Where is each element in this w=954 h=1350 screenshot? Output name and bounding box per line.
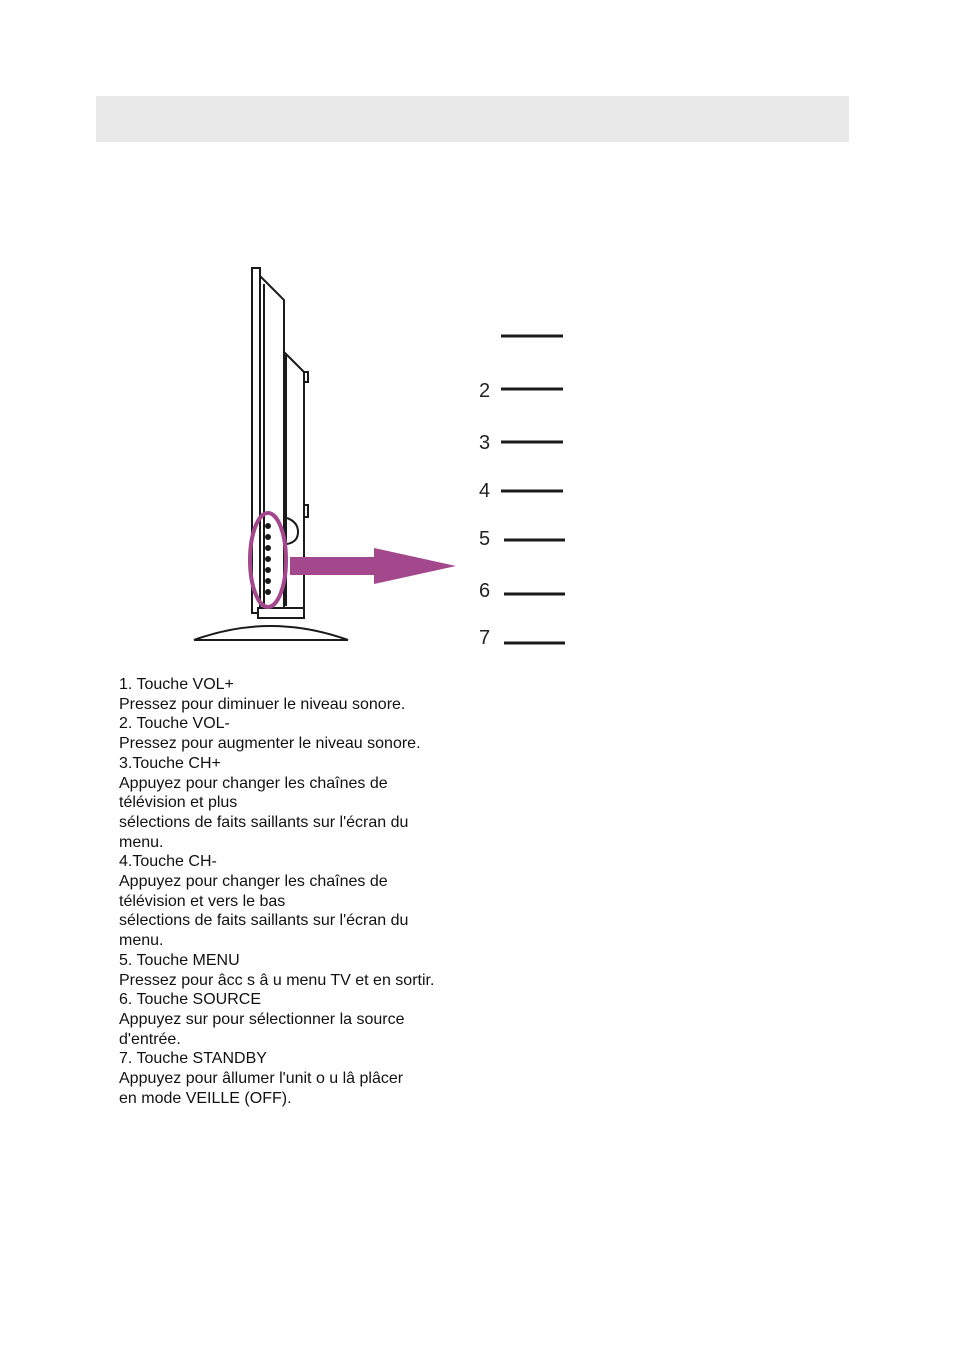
desc-heading-menu: 5. Touche MENU xyxy=(119,951,240,969)
desc-heading-vol-plus: 1. Touche VOL+ xyxy=(119,676,234,693)
callout-number-5: 5 xyxy=(479,528,491,550)
button-dot xyxy=(265,523,271,529)
desc-heading-ch-minus: 4.Touche CH- xyxy=(119,853,217,871)
desc-heading-standby: 7. Touche STANDBY xyxy=(119,1050,267,1068)
callout-number-6: 6 xyxy=(479,580,491,602)
tv-side-profile xyxy=(251,267,309,614)
zoom-arrow xyxy=(290,548,456,584)
button-dot xyxy=(265,567,271,573)
button-highlight-ellipse xyxy=(248,511,288,609)
desc-text: menu. xyxy=(119,932,164,950)
desc-text: télévision et vers le bas xyxy=(119,892,286,910)
desc-text: télévision et plus xyxy=(119,794,238,812)
button-dot xyxy=(265,534,271,540)
side-button-panel xyxy=(265,523,271,595)
desc-text: Pressez pour âcc s â u menu TV et en sor… xyxy=(119,971,435,989)
desc-text: Appuyez pour âllumer l'unit o u lâ plâce… xyxy=(119,1070,404,1088)
button-dot xyxy=(265,578,271,584)
desc-text: sélections de faits saillants sur l'écra… xyxy=(119,813,409,831)
button-dot xyxy=(265,545,271,551)
desc-text: menu. xyxy=(119,833,164,851)
tv-side-view-diagram xyxy=(193,267,565,645)
desc-text: Appuyez pour changer les chaînes de xyxy=(119,774,388,792)
desc-text: d'entrée. xyxy=(119,1030,181,1048)
callout-lines xyxy=(501,334,565,645)
desc-text: Appuyez pour changer les chaînes de xyxy=(119,873,388,891)
callout-number-2: 2 xyxy=(479,380,491,402)
desc-text: Appuyez sur pour sélectionner la source xyxy=(119,1010,405,1028)
button-dot xyxy=(265,589,271,595)
desc-text: sélections de faits saillants sur l'écra… xyxy=(119,912,409,930)
desc-text: Pressez pour diminuer le niveau sonore. xyxy=(119,695,406,713)
button-descriptions: 1. Touche VOL+ Pressez pour diminuer le … xyxy=(119,675,539,1108)
tv-stand xyxy=(193,607,349,641)
callout-number-4: 4 xyxy=(479,480,491,502)
desc-text: en mode VEILLE (OFF). xyxy=(119,1089,292,1107)
desc-heading-source: 6. Touche SOURCE xyxy=(119,991,261,1009)
desc-text: Pressez pour augmenter le niveau sonore. xyxy=(119,735,421,753)
callout-number-7: 7 xyxy=(479,627,491,649)
button-dot xyxy=(265,556,271,562)
desc-heading-vol-minus: 2. Touche VOL- xyxy=(119,715,230,733)
section-header-band xyxy=(96,96,849,142)
desc-heading-ch-plus: 3.Touche CH+ xyxy=(119,754,221,772)
callout-number-3: 3 xyxy=(479,432,491,454)
